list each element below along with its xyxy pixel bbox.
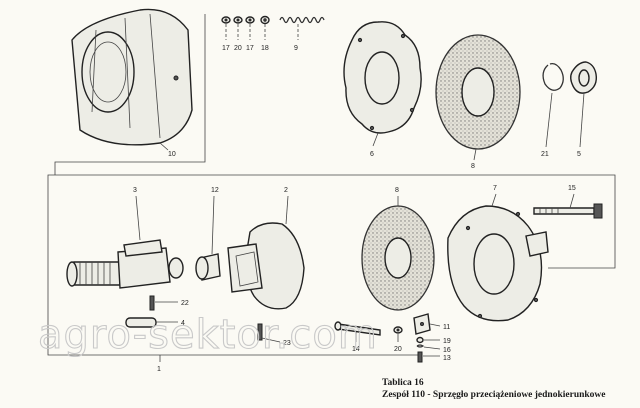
part-17-washer-b (245, 16, 255, 24)
part-22-pin (149, 295, 155, 311)
callout-7: 7 (493, 185, 497, 192)
watermark: agro-sektor.com (38, 312, 378, 358)
leader-5 (579, 92, 585, 148)
part-20-washer-b (393, 326, 403, 334)
callout-13: 13 (443, 355, 451, 362)
callout-22: 22 (181, 300, 189, 307)
leader-3 (135, 195, 141, 241)
leader-21 (545, 92, 553, 148)
callout-21: 21 (541, 151, 549, 158)
callout-3: 3 (133, 187, 137, 194)
leader-8a (473, 148, 477, 161)
callout-15: 15 (568, 185, 576, 192)
leader-2 (285, 195, 289, 225)
part-18-nut (260, 15, 270, 25)
callout-16: 16 (443, 347, 451, 354)
caption-title: Tablica 16 (382, 378, 424, 388)
leader-23 (261, 337, 281, 343)
callout-9: 9 (294, 45, 298, 52)
part-23-screw (257, 323, 263, 341)
callout-17a: 17 (222, 45, 230, 52)
part-2-pressure-disc (227, 222, 305, 310)
callout-6: 6 (370, 151, 374, 158)
part-3-splined-hub (66, 239, 184, 289)
part-7-housing-flange (447, 205, 549, 322)
leader-10 (159, 142, 169, 151)
callout-20b: 20 (394, 346, 402, 353)
part-11-latch (413, 313, 431, 335)
part-20-washer-a (233, 16, 243, 24)
part-15-bolt (533, 203, 603, 219)
part-19-washer (416, 336, 424, 344)
part-16-spring-pin (416, 344, 425, 348)
part-8-friction-disc-bottom (361, 205, 435, 311)
part-12-bushing (195, 253, 221, 281)
assembly-bracket-line (47, 14, 616, 356)
callout-2: 2 (284, 187, 288, 194)
part-9-spring (279, 16, 325, 24)
callout-5: 5 (577, 151, 581, 158)
leader-6 (372, 132, 379, 147)
part-10-housing (71, 8, 193, 146)
part-13-bolt-small (417, 351, 423, 363)
part-14-long-pin (334, 321, 381, 336)
callout-12: 12 (211, 187, 219, 194)
callout-4: 4 (181, 320, 185, 327)
callout-19: 19 (443, 338, 451, 345)
caption-subtitle: Zespół 110 - Sprzęgło przeciążeniowe jed… (382, 390, 606, 400)
callout-11: 11 (443, 324, 450, 331)
part-17-washer-a (221, 16, 231, 24)
callout-18: 18 (261, 45, 269, 52)
part-5-ring (570, 61, 598, 94)
callout-8a: 8 (471, 163, 475, 170)
part-4-key (125, 317, 157, 328)
part-21-snap-ring (542, 62, 564, 91)
leader-15 (569, 193, 575, 209)
leaders-11-19-16-13 (423, 323, 441, 357)
callout-1: 1 (157, 366, 161, 373)
callout-10: 10 (168, 151, 176, 158)
part-8-friction-disc-top (435, 34, 521, 150)
leader-7 (491, 193, 497, 207)
callout-8b: 8 (395, 187, 399, 194)
callout-14: 14 (352, 346, 360, 353)
part-6-flange-plate (343, 21, 422, 134)
callout-17b: 17 (246, 45, 254, 52)
callout-20a: 20 (234, 45, 242, 52)
callout-23: 23 (283, 340, 291, 347)
leader-12 (211, 195, 215, 255)
